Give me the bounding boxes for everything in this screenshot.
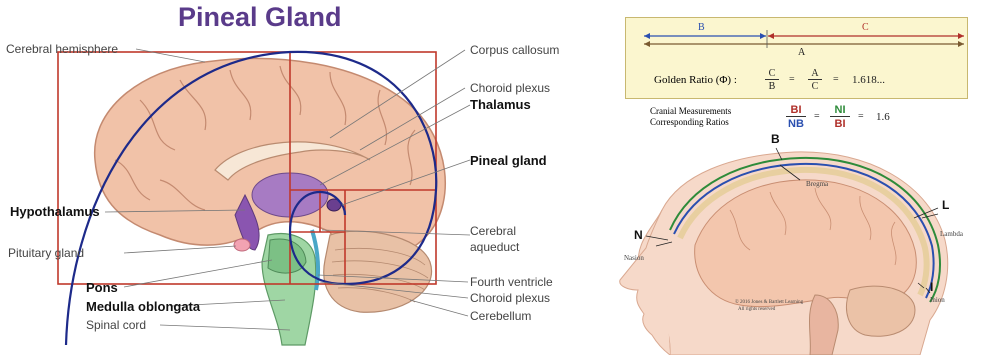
equals-4: = xyxy=(858,111,864,122)
segment-c-label: C xyxy=(862,22,869,33)
golden-ratio-label: Golden Ratio (Φ) : xyxy=(654,74,737,86)
head-sagittal-diagram xyxy=(600,130,984,355)
label-choroid-plexus-top: Choroid plexus xyxy=(470,81,550,95)
label-cerebral-hemisphere: Cerebral hemisphere xyxy=(6,42,118,56)
label-corpus-callosum: Corpus callosum xyxy=(470,43,559,57)
label-cerebral-aqueduct-1: Cerebral xyxy=(470,224,516,238)
segment-a-label: A xyxy=(798,47,805,58)
fraction-2-numerator: A xyxy=(808,68,822,80)
fraction-3-denominator: NB xyxy=(786,118,806,130)
golden-ratio-value: 1.618... xyxy=(852,74,885,86)
segment-lines xyxy=(626,18,969,100)
head-label-b: B xyxy=(771,132,780,146)
equals-2: = xyxy=(833,74,839,85)
cranial-line-1: Cranial Measurements xyxy=(650,106,731,117)
copyright-line-1: © 2016 Jones & Bartlett Learning xyxy=(735,300,803,305)
golden-ratio-box: B C A Golden Ratio (Φ) : C B = A C = 1.6… xyxy=(625,17,968,99)
pituitary-shape xyxy=(234,239,250,251)
head-label-l: L xyxy=(942,198,949,212)
face-profile xyxy=(620,210,670,355)
cranial-measurements-label: Cranial Measurements Corresponding Ratio… xyxy=(650,106,731,128)
head-label-nasion: Nasion xyxy=(624,254,644,262)
label-fourth-ventricle: Fourth ventricle xyxy=(470,275,553,289)
label-pineal-gland: Pineal gland xyxy=(470,153,547,168)
fraction-1-numerator: C xyxy=(765,68,779,80)
fraction-2-denominator: C xyxy=(808,81,822,92)
label-hypothalamus: Hypothalamus xyxy=(10,204,100,219)
label-cerebellum: Cerebellum xyxy=(470,309,531,323)
label-pituitary-gland: Pituitary gland xyxy=(8,246,84,260)
fraction-3-numerator: BI xyxy=(786,104,806,117)
head-label-lambda: Lambda xyxy=(940,230,963,238)
cranial-line-2: Corresponding Ratios xyxy=(650,117,731,128)
label-cerebral-aqueduct-2: aqueduct xyxy=(470,240,519,254)
label-spinal-cord: Spinal cord xyxy=(86,318,146,332)
fraction-1-denominator: B xyxy=(765,81,779,92)
copyright-line-2: All rights reserved xyxy=(738,307,775,312)
head-label-bregma: Bregma xyxy=(806,180,828,188)
label-thalamus: Thalamus xyxy=(470,97,531,112)
segment-b-label: B xyxy=(698,22,705,33)
head-label-inion: Inion xyxy=(930,296,945,304)
equals-3: = xyxy=(814,111,820,122)
label-pons: Pons xyxy=(86,280,118,295)
label-choroid-plexus-bottom: Choroid plexus xyxy=(470,291,550,305)
head-label-n: N xyxy=(634,228,643,242)
head-cerebellum xyxy=(846,286,915,336)
cranial-ratio-value: 1.6 xyxy=(876,111,890,123)
head-label-i: I xyxy=(930,280,933,294)
label-medulla-oblongata: Medulla oblongata xyxy=(86,299,200,314)
equals-1: = xyxy=(789,74,795,85)
fraction-4-denominator: BI xyxy=(830,118,850,130)
fraction-4-numerator: NI xyxy=(830,104,850,117)
